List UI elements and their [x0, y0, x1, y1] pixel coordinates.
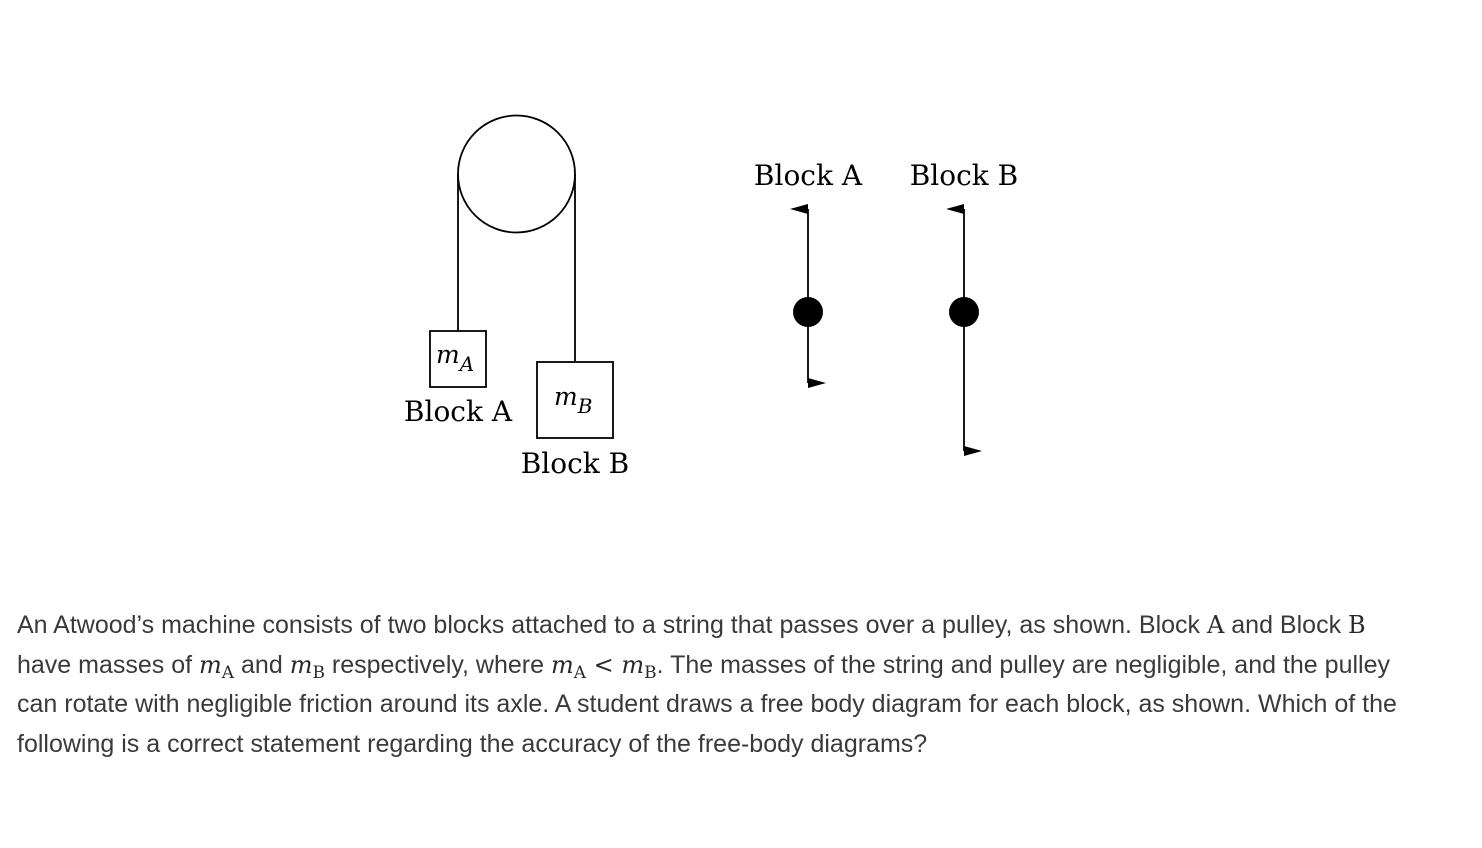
mass-b-math: mB: [289, 650, 325, 683]
mass-a-math: mA: [199, 650, 235, 683]
block-b-label: Block B: [521, 447, 630, 480]
block-b-symbol: B: [1348, 611, 1366, 639]
mass-inequality: mA < mB: [550, 650, 657, 683]
block-a-label: Block A: [404, 395, 513, 428]
free-body-diagrams: Block A Block B: [754, 159, 1019, 456]
atwood-machine: mA mB Block A Block B: [404, 114, 630, 480]
fbd-a-point: [793, 297, 823, 327]
fbd-b-point: [949, 297, 979, 327]
atwood-figure: mA mB Block A Block B Block A Block B: [404, 114, 1019, 480]
fbd-block-a-title: Block A: [754, 159, 863, 192]
block-a: [429, 330, 487, 388]
block-b: [536, 361, 614, 439]
block-a-symbol: A: [1206, 611, 1225, 639]
question-text: An Atwood’s machine consists of two bloc…: [17, 611, 1397, 758]
mass-b-label: mB: [554, 382, 592, 418]
mass-a-label: mA: [436, 340, 474, 376]
fbd-block-b-title: Block B: [910, 159, 1019, 192]
pulley: [457, 114, 576, 234]
